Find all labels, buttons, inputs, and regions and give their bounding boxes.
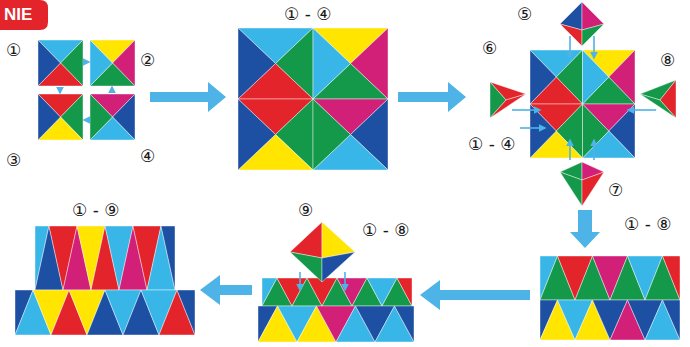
fit-arrow xyxy=(569,36,571,58)
callout-number: ① - ④ xyxy=(468,134,515,154)
fit-arrow xyxy=(84,119,89,121)
pyramid-face xyxy=(560,24,582,46)
pyramid-face xyxy=(38,40,61,86)
pyramid-face xyxy=(583,50,609,104)
pyramid-face xyxy=(582,172,604,206)
step-arrow xyxy=(398,82,466,112)
pyramid-face xyxy=(663,256,681,300)
callout-number: ① - ⑨ xyxy=(72,200,119,220)
callout-number: ① - ④ xyxy=(284,4,331,24)
callout-number: ① xyxy=(6,40,21,60)
pyramid-face xyxy=(375,306,414,342)
pyramid-face xyxy=(313,99,351,170)
pyramid-face xyxy=(382,278,412,306)
pyramid-face xyxy=(645,256,680,300)
step-arrow xyxy=(570,210,600,248)
pyramid-face xyxy=(322,252,355,282)
pyramid-face xyxy=(90,94,113,140)
pyramid-face xyxy=(177,290,195,335)
pyramid-face xyxy=(395,306,415,342)
fit-arrow xyxy=(84,61,89,63)
pyramid-face xyxy=(663,300,681,340)
fit-arrow xyxy=(512,109,540,111)
callout-number: ⑥ xyxy=(482,38,497,58)
pyramid-face xyxy=(238,99,276,170)
callout-number: ⑨ xyxy=(298,200,313,220)
pyramid-face xyxy=(147,226,175,290)
pyramid-face xyxy=(238,28,276,99)
fit-arrow xyxy=(59,87,61,93)
pyramid-face xyxy=(645,300,680,340)
fit-arrow xyxy=(628,109,656,111)
callout-number: ⑧ xyxy=(660,50,675,70)
pyramid-face xyxy=(159,290,195,335)
step-arrow xyxy=(200,275,252,305)
section-tag: NIE xyxy=(4,5,32,25)
pyramid-face xyxy=(530,50,556,104)
fit-arrow xyxy=(299,272,301,290)
pyramid-face xyxy=(490,94,526,118)
step-arrow xyxy=(420,280,530,310)
pyramid-face xyxy=(640,94,676,118)
pyramid-face xyxy=(313,28,351,99)
fit-arrow xyxy=(593,36,595,58)
callout-number: ⑤ xyxy=(517,4,532,24)
pyramid-face xyxy=(38,94,61,140)
pyramid-face xyxy=(583,104,609,158)
callout-number: ② xyxy=(140,50,155,70)
fit-arrow xyxy=(593,140,595,160)
pyramid-face xyxy=(161,226,175,290)
fit-arrow xyxy=(111,87,113,93)
pyramid-pieces xyxy=(15,2,680,342)
pyramid-face xyxy=(582,24,604,46)
pyramid-face xyxy=(397,278,412,306)
fit-arrow xyxy=(569,140,571,160)
fit-arrow xyxy=(344,272,346,290)
callout-number: ③ xyxy=(6,150,21,170)
red-banner xyxy=(0,0,48,30)
callout-number: ④ xyxy=(140,146,155,166)
pyramid-face xyxy=(560,172,582,206)
callout-number: ① - ⑧ xyxy=(362,220,409,240)
step-arrow xyxy=(150,82,226,112)
pyramid-face xyxy=(290,252,322,282)
callout-number: ① - ⑧ xyxy=(624,214,671,234)
callout-number: ⑦ xyxy=(608,180,623,200)
pyramid-face xyxy=(530,104,556,158)
pyramid-face xyxy=(90,40,113,86)
fit-arrow xyxy=(520,127,545,129)
